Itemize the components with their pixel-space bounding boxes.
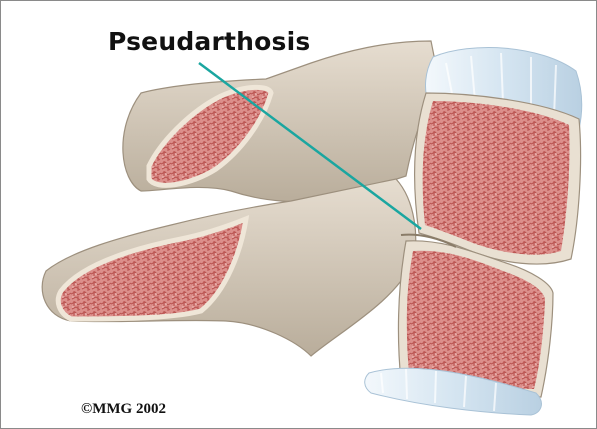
upper-body-cancellous [423, 101, 570, 255]
pseudarthrosis-label: Pseudarthosis [108, 27, 310, 56]
copyright-notice: ©MMG 2002 [81, 401, 166, 418]
